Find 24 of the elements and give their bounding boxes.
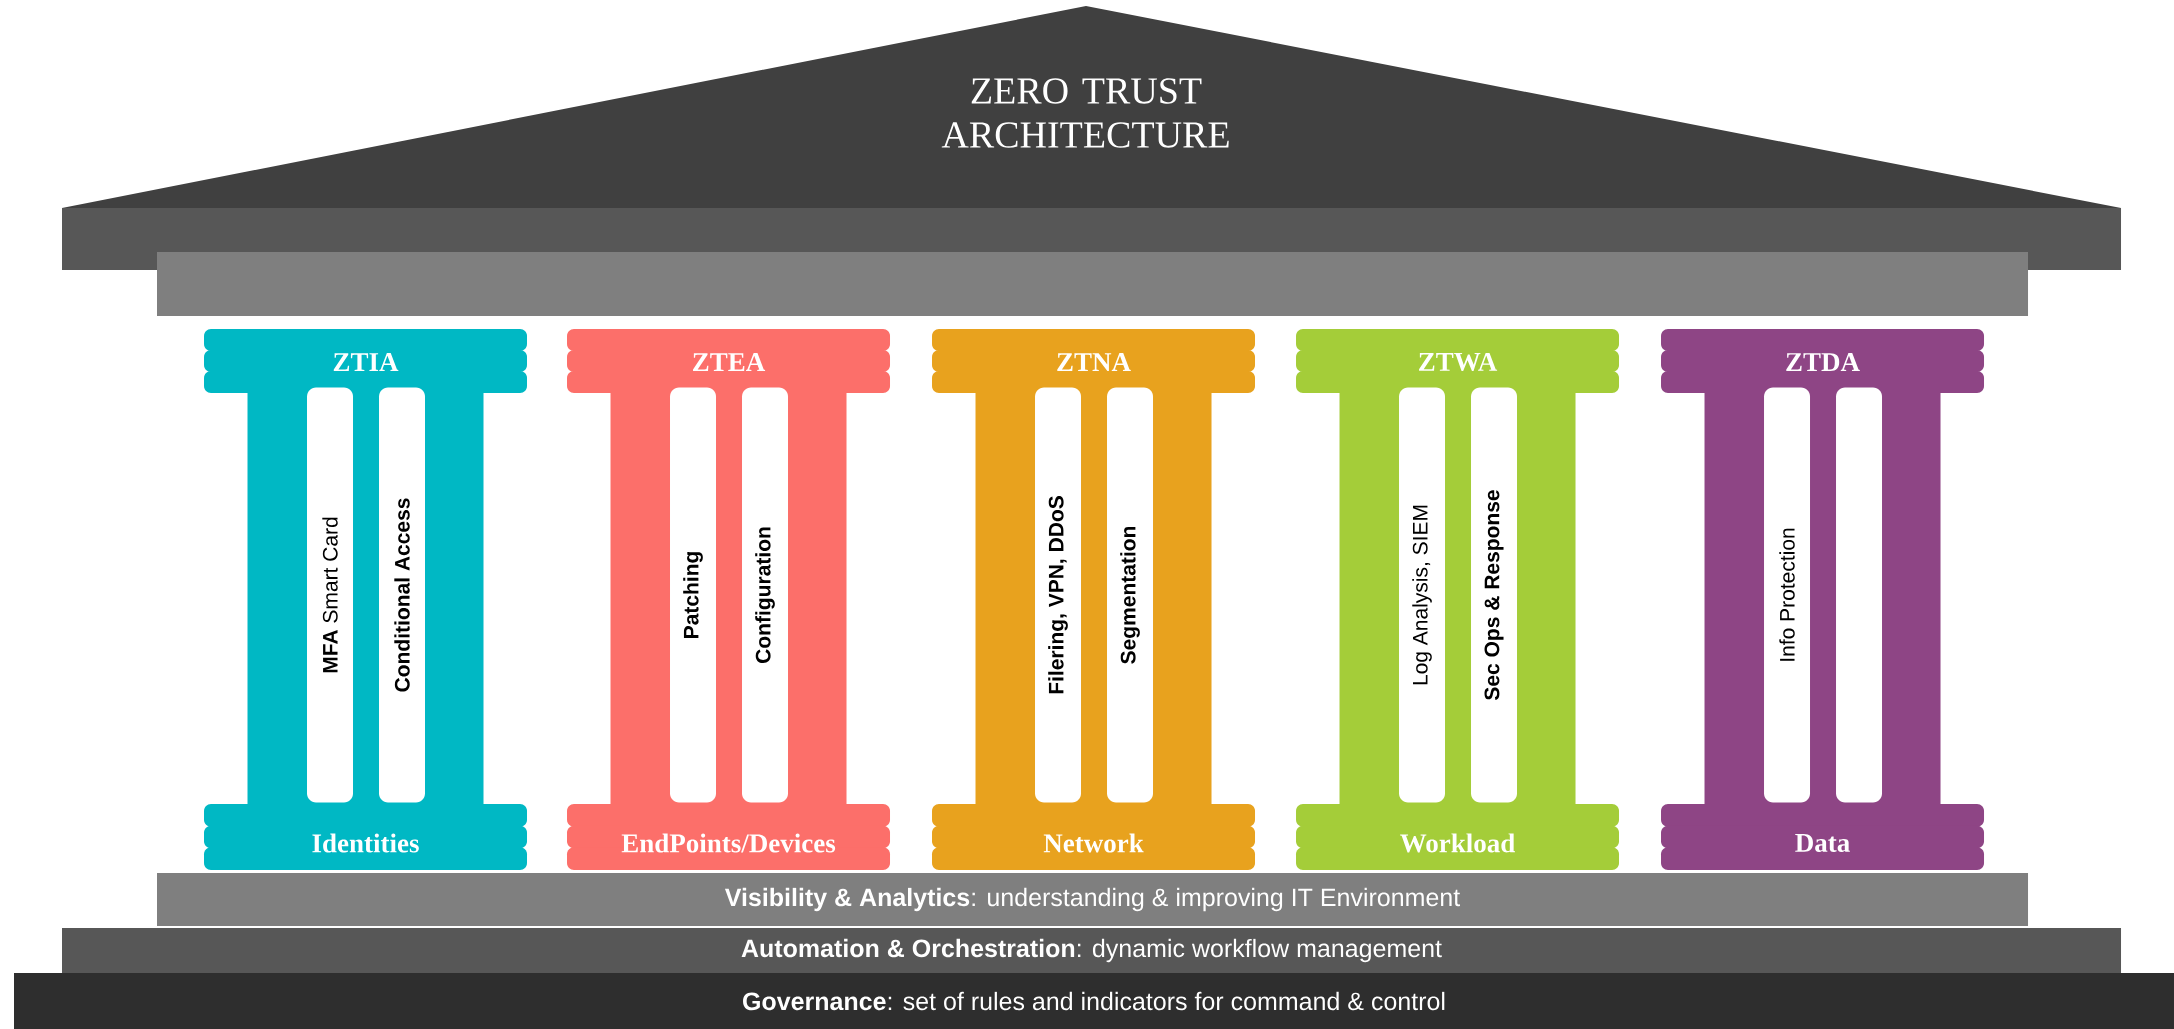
node-label: Workload [1400,833,1515,853]
node-label: ZTWA [1419,352,1498,372]
text-slot: Log Analysis, SIEM [1399,387,1445,803]
text-slot: MFA Smart Card [307,387,353,803]
node-label: ZTIA [333,353,399,371]
node-label: ZTNA [1057,353,1131,371]
foundation-band: Governance: set of rules and indicators for command & control [14,973,2174,1029]
text-slot [1836,387,1882,803]
roof-drawing: ZERO TRUST ARCHITECTURE [62,6,2121,316]
node-label: Data [1795,834,1850,852]
text-slot: Filering, VPN, DDoS [1035,387,1081,803]
text-slot: Info Protection [1764,387,1810,803]
node-label: ZTEA [693,353,766,371]
text-slot: Patching [670,387,716,803]
text-slot: Configuration [742,387,788,803]
foundation-band: Visibility & Analytics: understanding & improving IT Environment [157,873,2028,926]
text-slot: Conditional Access [379,387,425,803]
node-label: Network [1043,833,1144,853]
text-slot: Sec Ops & Response [1471,387,1517,803]
text-slot: Segmentation [1107,387,1153,803]
node-label: ZTDA [1786,353,1860,371]
node-label: EndPoints/Devices [621,833,836,853]
node-label: Identities [312,833,419,853]
foundation-band: Automation & Orchestration: dynamic workflow management [62,928,2121,973]
